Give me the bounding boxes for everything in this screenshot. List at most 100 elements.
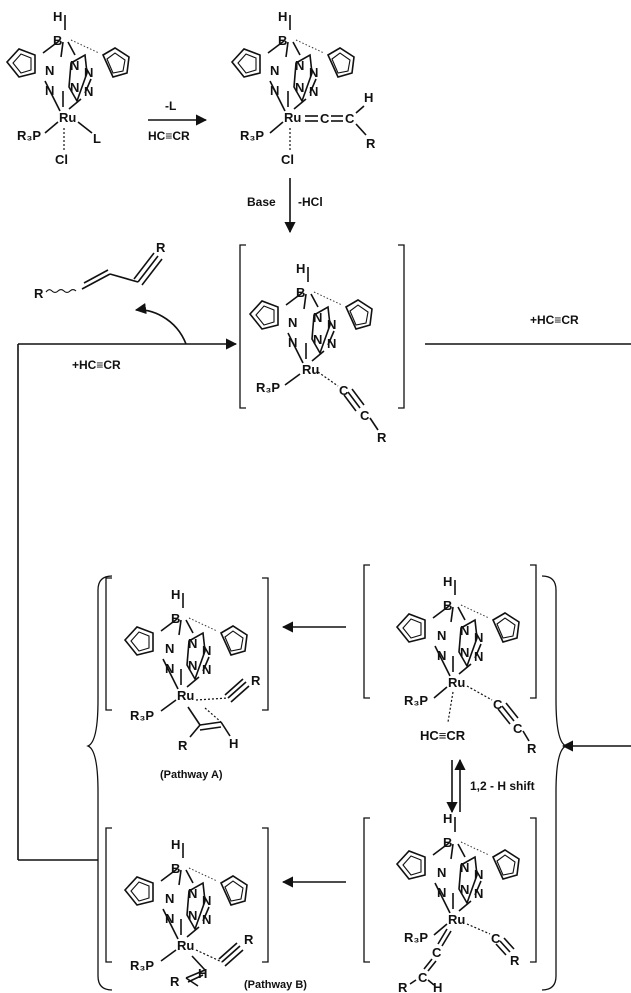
- atom-ru: Ru: [448, 912, 465, 927]
- atom-n: N: [327, 317, 336, 332]
- atom-n: N: [474, 867, 483, 882]
- atom-n: N: [202, 893, 211, 908]
- atom-n: N: [188, 658, 197, 673]
- atom-c: C: [339, 383, 349, 398]
- atom-pr3: R₃P: [240, 128, 264, 143]
- atom-r: R: [178, 738, 188, 753]
- atom-r: R: [251, 673, 261, 688]
- atom-n: N: [313, 332, 322, 347]
- atom-h: H: [364, 90, 373, 105]
- atom-ru: Ru: [284, 110, 301, 125]
- pathway-a-label: (Pathway A): [160, 769, 223, 781]
- atom-n: N: [288, 315, 297, 330]
- atom-n: N: [202, 662, 211, 677]
- atom-ru: Ru: [448, 675, 465, 690]
- atom-n: N: [165, 891, 174, 906]
- right-brace: [541, 575, 568, 991]
- atom-n: N: [202, 643, 211, 658]
- complex-acetylide: H B N N N N N N Ru R₃P C C R: [239, 244, 405, 445]
- atom-pr3: R₃P: [17, 128, 41, 143]
- atom-n: N: [165, 911, 174, 926]
- atom-c: C: [491, 931, 501, 946]
- atom-b: B: [171, 611, 180, 626]
- atom-r: R: [510, 953, 520, 968]
- atom-h: H: [171, 837, 180, 852]
- atom-n: N: [309, 65, 318, 80]
- atom-r: R: [244, 932, 254, 947]
- atom-n: N: [437, 648, 446, 663]
- atom-l: L: [93, 131, 101, 146]
- atom-b: B: [443, 598, 452, 613]
- atom-cl: Cl: [281, 152, 294, 167]
- atom-n: N: [270, 83, 279, 98]
- atom-b: B: [278, 33, 287, 48]
- atom-n: N: [70, 80, 79, 95]
- reagent-label: HC≡CR: [148, 129, 190, 143]
- atom-c: C: [360, 408, 370, 423]
- atom-n: N: [288, 335, 297, 350]
- atom-h: H: [296, 261, 305, 276]
- atom-h: H: [53, 9, 62, 24]
- atom-n: N: [327, 336, 336, 351]
- atom-h: H: [198, 966, 207, 981]
- atom-n: N: [70, 58, 79, 73]
- release-arrow: [134, 303, 187, 345]
- atom-n: N: [460, 623, 469, 638]
- atom-b: B: [53, 33, 62, 48]
- atom-n: N: [309, 84, 318, 99]
- atom-n: N: [202, 912, 211, 927]
- atom-h: H: [229, 736, 238, 751]
- atom-n: N: [165, 661, 174, 676]
- atom-n: N: [188, 886, 197, 901]
- complex-vinylidene: H B N N N N N N Ru R₃P Cl C C H R: [231, 9, 376, 167]
- atom-n: N: [460, 882, 469, 897]
- atom-pr3: R₃P: [404, 693, 428, 708]
- atom-n: N: [188, 908, 197, 923]
- atom-b: B: [443, 835, 452, 850]
- atom-b: B: [296, 285, 305, 300]
- atom-n: N: [437, 865, 446, 880]
- shift-label: 1,2 - H shift: [470, 779, 535, 793]
- atom-pr3: R₃P: [256, 380, 280, 395]
- reagent-label: -HCl: [298, 195, 323, 209]
- enyne-product: R R: [34, 240, 166, 301]
- atom-n: N: [437, 885, 446, 900]
- atom-h: H: [443, 574, 452, 589]
- atom-n: N: [313, 310, 322, 325]
- pathway-b-label: (Pathway B): [244, 979, 307, 991]
- atom-n: N: [45, 83, 54, 98]
- atom-h: H: [171, 587, 180, 602]
- atom-h: H: [278, 9, 287, 24]
- atom-c: C: [418, 970, 428, 985]
- atom-b: B: [171, 861, 180, 876]
- atom-n: N: [474, 630, 483, 645]
- atom-r: R: [398, 980, 408, 993]
- atom-n: N: [295, 80, 304, 95]
- atom-ru: Ru: [177, 938, 194, 953]
- left-brace: [86, 575, 113, 991]
- complex-pathway-b: H B N N N N N N Ru R₃P R R H: [105, 827, 269, 989]
- atom-n: N: [188, 636, 197, 651]
- atom-r: R: [366, 136, 376, 151]
- atom-ru: Ru: [177, 688, 194, 703]
- atom-c: C: [513, 721, 523, 736]
- atom-r: R: [170, 974, 180, 989]
- atom-pr3: R₃P: [404, 930, 428, 945]
- atom-n: N: [165, 641, 174, 656]
- atom-pr3: R₃P: [130, 958, 154, 973]
- atom-r: R: [527, 741, 537, 756]
- atom-pr3: R₃P: [130, 708, 154, 723]
- atom-cl: Cl: [55, 152, 68, 167]
- atom-n: N: [84, 65, 93, 80]
- atom-n: N: [270, 63, 279, 78]
- atom-n: N: [295, 58, 304, 73]
- atom-h: H: [433, 980, 442, 993]
- atom-n: N: [460, 860, 469, 875]
- reagent-label: -L: [165, 99, 176, 113]
- atom-n: N: [437, 628, 446, 643]
- reagent-label: +HC≡CR: [530, 313, 579, 327]
- atom-ru: Ru: [302, 362, 319, 377]
- atom-c: C: [493, 697, 503, 712]
- atom-n: N: [84, 84, 93, 99]
